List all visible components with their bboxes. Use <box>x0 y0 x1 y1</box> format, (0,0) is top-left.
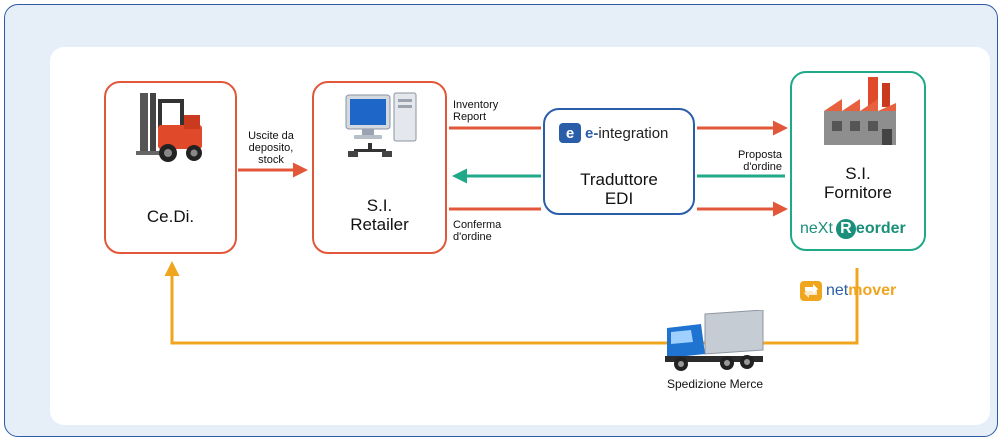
flow-uscite-line3: stock <box>258 154 284 166</box>
truck-icon <box>665 310 764 371</box>
shipping-label: Spedizione Merce <box>666 377 764 391</box>
next-logo-text: neXt <box>800 220 833 237</box>
flow-proposal-line1: Proposta <box>737 149 782 161</box>
e-integration-logo: e e-integration <box>559 123 668 143</box>
supplier-label-line2: Fornitore <box>823 183 893 202</box>
flow-label-order-confirmation: Conferma d'ordine <box>453 219 533 243</box>
flow-label-inventory-report: Inventory Report <box>453 99 533 123</box>
reorder-logo-text: eorder <box>855 220 906 237</box>
translator-label-line2: EDI <box>604 189 634 208</box>
cedi-label: Ce.Di. <box>146 207 195 226</box>
svg-text:e: e <box>566 125 574 142</box>
flow-label-uscite: Uscite da deposito, stock <box>238 130 304 166</box>
forklift-icon <box>136 93 202 162</box>
node-translator: e e-integration Traduttore EDI <box>543 108 695 215</box>
netmover-logo-icon <box>800 281 822 301</box>
supplier-label-line1: S.I. <box>845 164 871 183</box>
computer-icon <box>345 92 417 157</box>
flow-uscite-line1: Uscite da <box>248 130 294 142</box>
arrow-shipping-return <box>164 261 859 345</box>
reorder-logo-initial: R <box>835 219 856 239</box>
flow-uscite-line2: deposito, <box>248 142 294 154</box>
retailer-label-line1: S.I. <box>366 196 393 215</box>
factory-icon <box>824 77 896 145</box>
translator-label-line1: Traduttore <box>580 170 658 189</box>
flow-label-order-proposal: Proposta d'ordine <box>700 149 782 173</box>
netmover-net-text: net <box>826 282 849 299</box>
flow-confirm-line2: d'ordine <box>453 231 492 243</box>
node-cedi: Ce.Di. <box>104 81 237 254</box>
netmover-mover-text: mover <box>848 282 897 299</box>
e-integration-prefix: e- <box>585 124 599 142</box>
flow-confirm-line1: Conferma <box>453 219 502 231</box>
retailer-label-line2: Retailer <box>350 215 409 234</box>
e-integration-suffix: integration <box>598 124 669 142</box>
flow-inventory-line1: Inventory <box>453 99 499 111</box>
node-retailer: S.I. Retailer <box>312 81 447 254</box>
flow-inventory-line2: Report <box>453 111 487 123</box>
e-integration-logo-icon: e <box>559 123 581 143</box>
flow-proposal-line2: d'ordine <box>743 161 782 173</box>
